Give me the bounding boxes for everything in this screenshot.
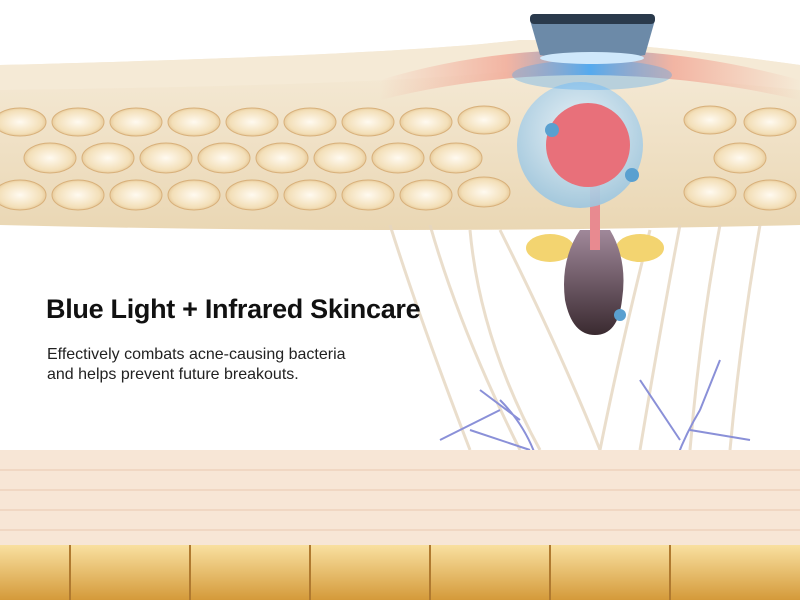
epidermis-layer <box>0 40 800 230</box>
description: Effectively combats acne-causing bacteri… <box>47 345 346 385</box>
headline: Blue Light + Infrared Skincare <box>46 294 421 324</box>
subcutaneous-layer <box>0 450 800 600</box>
acne-bubble <box>517 82 643 321</box>
device-head <box>512 14 672 90</box>
description-line-1: Effectively combats acne-causing bacteri… <box>47 346 346 363</box>
description-line-2: and helps prevent future breakouts. <box>47 366 299 383</box>
bacteria-cluster-icon <box>546 103 630 187</box>
hair-follicle <box>526 180 664 335</box>
